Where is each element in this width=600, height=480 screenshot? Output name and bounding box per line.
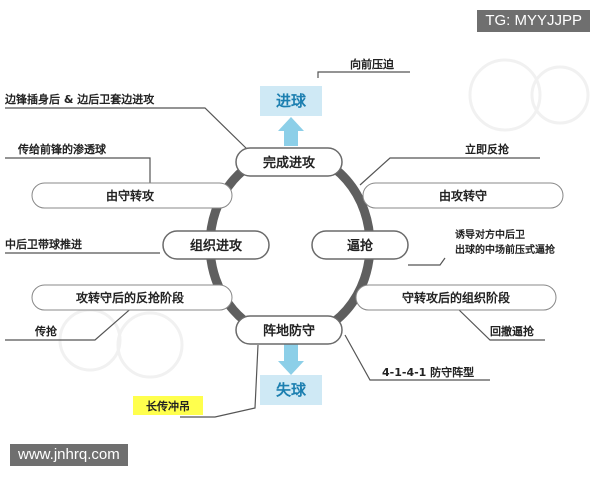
annotation-press-forward: 向前压迫 <box>350 57 395 71</box>
annotation-fallback-press: 回撤逼抢 <box>490 324 535 338</box>
telegram-watermark: TG: MYYJJPP <box>477 10 590 32</box>
pill-upper-right-label: 由攻转守 <box>439 188 487 203</box>
annotation-formation: 4-1-4-1 防守阵型 <box>382 365 474 379</box>
pill-upper-left-label: 由守转攻 <box>106 188 155 203</box>
node-positional-defense: 阵地防守 <box>235 315 343 345</box>
pill-lower-left-label: 攻转守后的反抢阶段 <box>76 290 185 305</box>
site-watermark: www.jnhrq.com <box>10 444 128 466</box>
node-press: 逼抢 <box>311 230 409 260</box>
node-complete-attack: 完成进攻 <box>235 147 343 177</box>
annotation-through-ball: 传给前锋的渗透球 <box>17 142 107 156</box>
leader-lines <box>5 71 545 418</box>
long-ball-highlight: 长传冲吊 <box>133 396 203 415</box>
node-organize-attack-label: 组织进攻 <box>190 238 243 254</box>
annotation-pass-steal: 传抢 <box>34 324 58 338</box>
node-organize-attack: 组织进攻 <box>162 230 270 260</box>
annotation-cb-carry: 中后卫带球推进 <box>5 237 82 251</box>
arrow-down-to-loss <box>278 344 304 375</box>
goal-label: 进球 <box>276 92 307 110</box>
annotations: 向前压迫 边锋插身后 & 边后卫套边进攻 传给前锋的渗透球 立即反抢 中后卫带球… <box>4 57 556 379</box>
arrow-up-to-goal <box>278 117 304 146</box>
pill-lower-right-label: 守转攻后的组织阶段 <box>402 290 511 305</box>
loss-box: 失球 <box>260 375 322 405</box>
annotation-wing-overlap: 边锋插身后 & 边后卫套边进攻 <box>4 92 155 106</box>
pill-lower-left: 攻转守后的反抢阶段 <box>31 284 233 311</box>
pill-upper-right: 由攻转守 <box>362 182 564 209</box>
node-positional-defense-label: 阵地防守 <box>263 323 315 339</box>
loss-label: 失球 <box>276 381 307 399</box>
background-decoration <box>58 58 590 379</box>
annotation-long-ball: 长传冲吊 <box>146 399 190 413</box>
pill-lower-right: 守转攻后的组织阶段 <box>355 284 557 311</box>
annotation-induce-press-line2: 出球的中场前压式逼抢 <box>455 243 556 256</box>
annotation-induce-press-line1: 诱导对方中后卫 <box>455 228 525 241</box>
node-complete-attack-label: 完成进攻 <box>263 155 316 171</box>
annotation-immediate-counterpress: 立即反抢 <box>465 142 510 156</box>
node-press-label: 逼抢 <box>347 238 374 254</box>
pill-upper-left: 由守转攻 <box>31 182 233 209</box>
goal-box: 进球 <box>260 86 322 116</box>
